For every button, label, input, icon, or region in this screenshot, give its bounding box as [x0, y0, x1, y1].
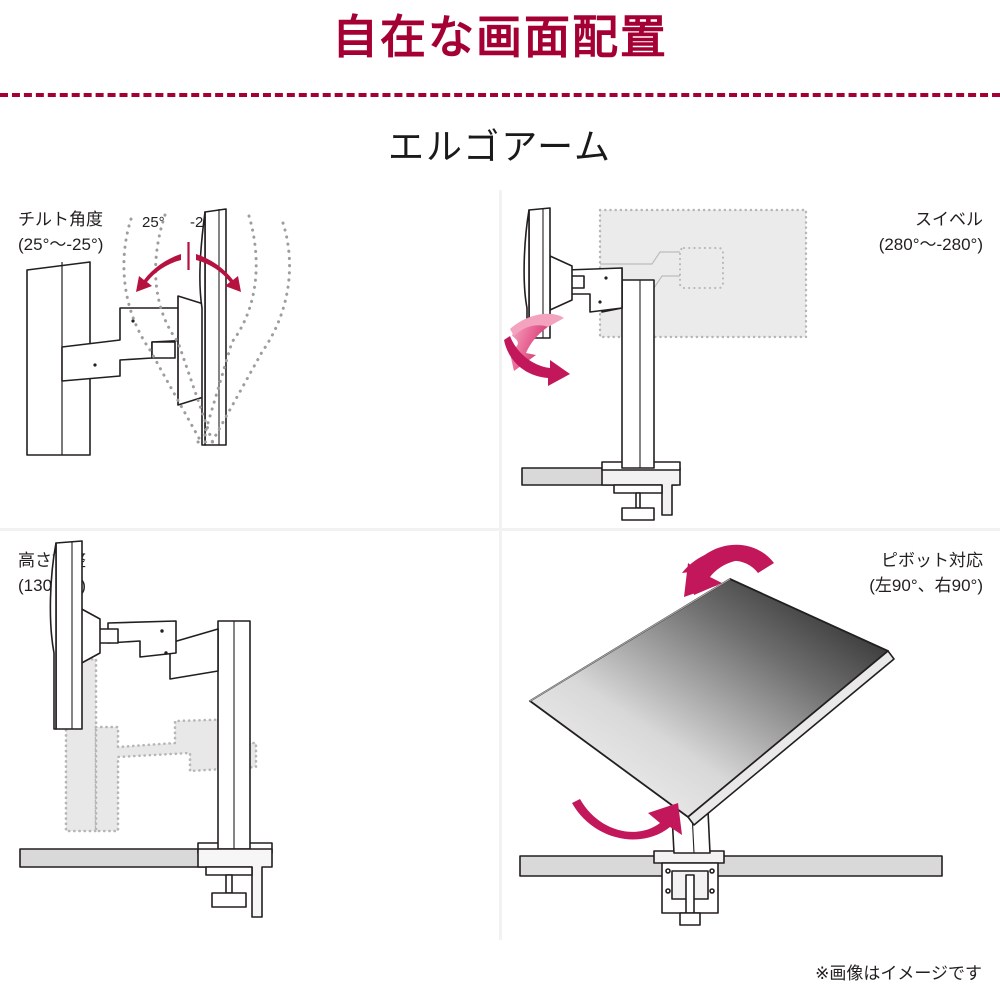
panel-tilt: チルト角度 (25°〜-25°) 25° -25°: [0, 190, 499, 528]
panel-swivel-label: スイベル (280°〜-280°): [878, 210, 983, 254]
pivot-illustration: [502, 531, 1000, 940]
feature-grid: チルト角度 (25°〜-25°) 25° -25°: [0, 190, 1000, 940]
pivot-arrow-bottom: [572, 799, 682, 840]
page-title: 自在な画面配置: [332, 11, 668, 63]
panel-swivel: スイベル (280°〜-280°): [502, 190, 1000, 528]
tilt-illustration: [0, 190, 499, 528]
header-dashed-divider: [0, 93, 1000, 97]
swivel-arrow: [504, 313, 570, 386]
pivot-monitor-panel: [529, 578, 895, 826]
grid-horizontal-divider: [0, 528, 1000, 531]
height-illustration: [0, 531, 499, 940]
image-disclaimer-note: ※画像はイメージです: [815, 964, 982, 983]
page-subtitle: エルゴアーム: [387, 126, 613, 167]
swivel-illustration: [502, 190, 1000, 528]
tilt-arrow-group: [136, 242, 241, 292]
grid-vertical-divider: [499, 190, 502, 940]
panel-tilt-label: チルト角度 (25°〜-25°): [18, 210, 104, 254]
pivot-arrow-top: [682, 544, 774, 597]
panel-height: 高さ調整 (130mm): [0, 531, 499, 940]
panel-pivot-label: ピボット対応 (左90°、右90°): [869, 551, 983, 595]
tilt-angle-positive: 25°: [142, 214, 165, 231]
panel-pivot: ピボット対応 (左90°、右90°): [502, 531, 1000, 940]
